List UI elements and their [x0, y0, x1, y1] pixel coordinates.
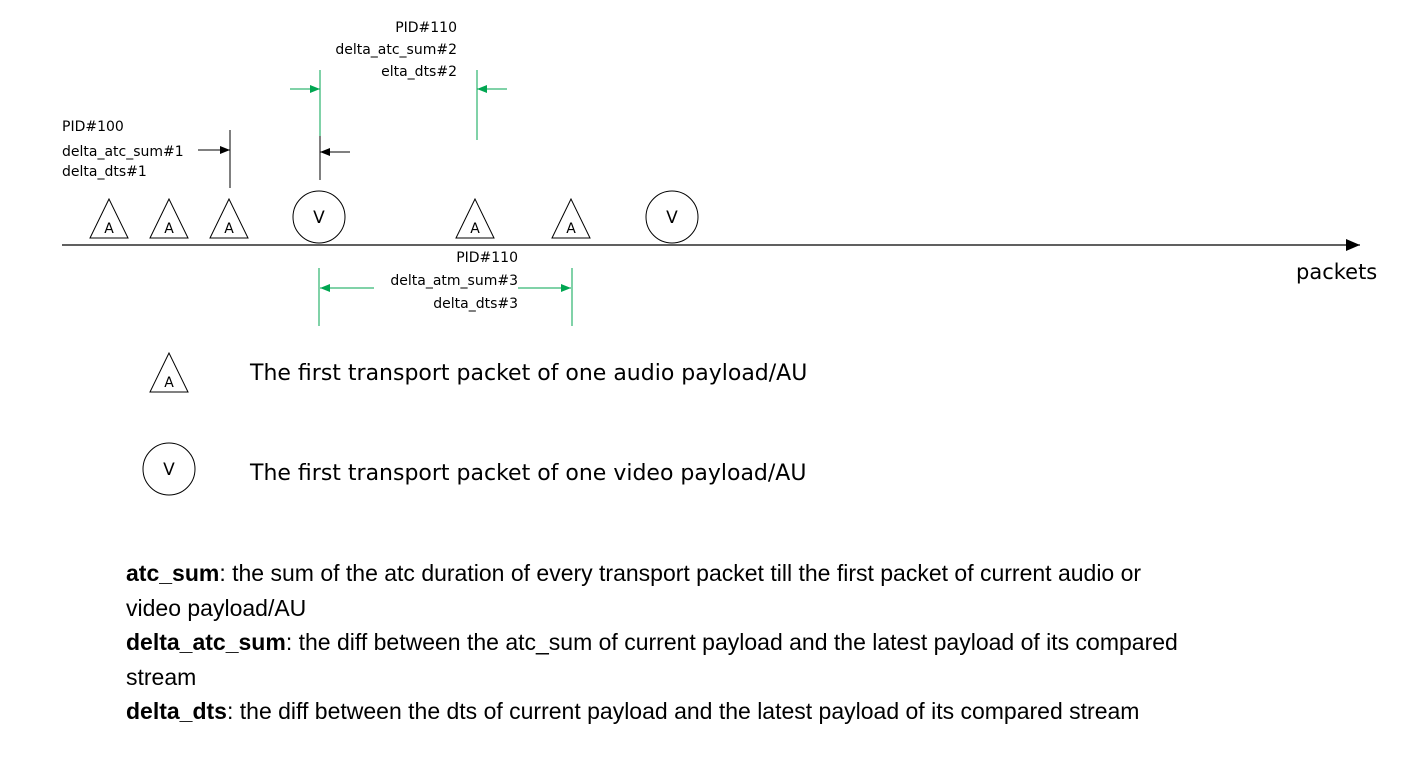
legend-video-circle: [142, 442, 196, 496]
annotation-delta-2: PID#110 delta_atc_sum#2 elta_dts#2: [290, 20, 507, 140]
packet-marker-audio: A: [455, 197, 495, 239]
packet-marker-audio: A: [551, 197, 591, 239]
svg-text:A: A: [224, 221, 234, 237]
legend-audio: A The first transport packet of one audi…: [149, 351, 807, 393]
svg-text:delta_dts#1: delta_dts#1: [62, 164, 147, 180]
packet-marker-video: V: [292, 190, 346, 244]
definition-delta-dts: delta_dts: the diff between the dts of c…: [126, 698, 1140, 724]
svg-text:A: A: [104, 221, 114, 237]
svg-text:delta_dts#3: delta_dts#3: [433, 296, 518, 312]
svg-text:elta_dts#2: elta_dts#2: [381, 64, 457, 80]
packet-marker-video: V: [645, 190, 699, 244]
annotation-delta-1: PID#100 delta_atc_sum#1 delta_dts#1: [62, 119, 350, 188]
definition-atc-sum: atc_sum: the sum of the atc duration of …: [126, 560, 1142, 621]
packet-marker-audio: A: [89, 197, 129, 239]
svg-text:V: V: [313, 208, 325, 228]
svg-text:PID#100: PID#100: [62, 119, 124, 135]
packet-marker-audio: A: [149, 197, 189, 239]
annotation-delta-3: PID#110 delta_atm_sum#3 delta_dts#3: [318, 250, 573, 326]
legend-audio-text: The first transport packet of one audio …: [249, 361, 807, 386]
definitions: atc_sum: the sum of the atc duration of …: [126, 556, 1186, 729]
svg-text:V: V: [163, 460, 175, 480]
svg-text:A: A: [164, 221, 174, 237]
packet-marker-audio: A: [209, 197, 249, 239]
packet-timing-diagram: packets A A A V A A V PID#100 delta_atc_…: [62, 20, 1377, 496]
svg-text:delta_atc_sum#2: delta_atc_sum#2: [335, 42, 457, 58]
legend-video: V The first transport packet of one vide…: [142, 442, 806, 496]
svg-text:delta_atm_sum#3: delta_atm_sum#3: [390, 273, 518, 289]
svg-text:PID#110: PID#110: [456, 250, 518, 266]
svg-text:A: A: [470, 221, 480, 237]
svg-text:PID#110: PID#110: [395, 20, 457, 36]
legend-video-text: The first transport packet of one video …: [249, 461, 806, 486]
legend-audio-triangle: [149, 351, 189, 393]
svg-text:A: A: [566, 221, 576, 237]
svg-text:delta_atc_sum#1: delta_atc_sum#1: [62, 144, 184, 160]
definition-delta-atc-sum: delta_atc_sum: the diff between the atc_…: [126, 629, 1178, 690]
svg-text:A: A: [164, 375, 174, 391]
svg-text:V: V: [666, 208, 678, 228]
axis-label: packets: [1296, 260, 1377, 284]
